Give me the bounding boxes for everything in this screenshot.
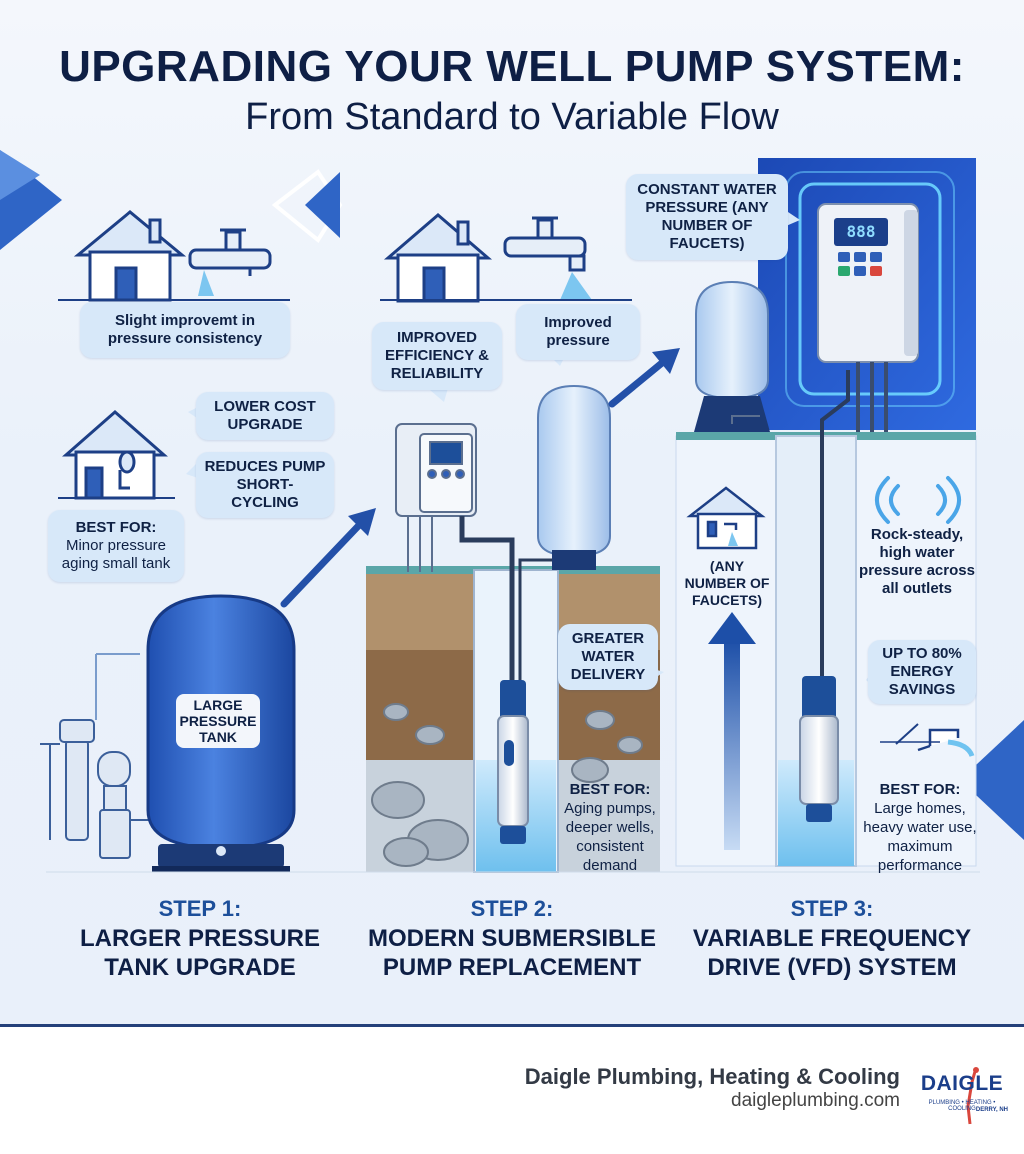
step1-name: LARGER PRESSURE TANK UPGRADE [40, 924, 360, 982]
pressure-tank-3 [694, 280, 770, 432]
bubble-improved-pressure: Improved pressure [516, 304, 640, 360]
step3-name: VARIABLE FREQUENCY DRIVE (VFD) SYSTEM [672, 924, 992, 982]
logo-word: DAIGLE [920, 1072, 1004, 1095]
step1-name-line1: LARGER PRESSURE [79, 925, 321, 952]
logo-tagline: PLUMBING • HEATING • COOLING [928, 1100, 996, 1112]
best-for-title-2: BEST FOR: [569, 781, 651, 798]
best-for-text-3: Large homes, heavy water use, maximum pe… [863, 800, 977, 874]
faucet-icon-2 [503, 216, 587, 272]
step3-label: STEP 3: [790, 896, 874, 921]
illustration [0, 150, 1024, 873]
logo-location: DERRY, NH [975, 1107, 1008, 1113]
subtitle: From Standard to Variable Flow [245, 96, 779, 138]
step2-name: MODERN SUBMERSIBLE PUMP REPLACEMENT [352, 924, 672, 982]
step2-name-line2: PUMP REPLACEMENT [382, 954, 642, 981]
step3-name-line2: DRIVE (VFD) SYSTEM [707, 954, 957, 981]
bubble-energy-savings: UP TO 80% ENERGY SAVINGS [868, 640, 976, 704]
best-for-title-3: BEST FOR: [879, 781, 961, 798]
bubble-constant-pressure: CONSTANT WATER PRESSURE (ANY NUMBER OF F… [626, 174, 788, 260]
signal-waves-icon [875, 476, 961, 524]
bubble-best-for-1: BEST FOR: Minor pressure aging small tan… [48, 510, 184, 582]
submersible-pump-3 [799, 676, 839, 822]
submersible-pump-2 [497, 680, 529, 844]
pump-equipment [40, 653, 150, 859]
wrench-icon [966, 1067, 979, 1125]
best-for-title-1: BEST FOR: [75, 519, 157, 536]
decor-triangle-right [960, 720, 1024, 840]
bubble-short-cycling: REDUCES PUMP SHORT-CYCLING [196, 452, 334, 518]
vfd-controller [817, 203, 919, 432]
pressure-tank-2 [537, 384, 611, 570]
best-for-text-1: Minor pressure aging small tank [61, 537, 171, 572]
step3-name-line1: VARIABLE FREQUENCY [692, 925, 972, 952]
house-icon-3 [686, 486, 766, 550]
pump-controller [395, 423, 477, 572]
website-link[interactable]: daigleplumbing.com [731, 1090, 900, 1111]
steady-note: Rock-steady, high water pressure across … [859, 526, 975, 597]
faucets-note: (ANY NUMBER OF FAUCETS) [684, 558, 770, 608]
faucet-icon-1 [188, 228, 272, 276]
house-icon-1 [73, 210, 187, 302]
step2-name-line1: MODERN SUBMERSIBLE [367, 925, 656, 952]
bubble-consistency: Slight improvemt in pressure consistency [80, 302, 290, 358]
house-icon-2 [383, 213, 493, 303]
best-for-text-2: Aging pumps, deeper wells, consistent de… [564, 800, 656, 874]
step1-label: STEP 1: [158, 896, 242, 921]
bubble-lower-cost: LOWER COST UPGRADE [196, 392, 334, 440]
step2-label: STEP 2: [470, 896, 554, 921]
best-for-3: BEST FOR: Large homes, heavy water use, … [860, 780, 980, 875]
footer [0, 1024, 1024, 1154]
tank-label: LARGE PRESSURE TANK [176, 694, 260, 748]
company-name: Daigle Plumbing, Heating & Cooling [524, 1064, 900, 1089]
step1-name-line2: TANK UPGRADE [104, 954, 296, 981]
best-for-2: BEST FOR: Aging pumps, deeper wells, con… [558, 780, 662, 875]
house-pump-icon [62, 410, 168, 500]
main-title: UPGRADING YOUR WELL PUMP SYSTEM: [59, 42, 965, 91]
company-logo: DAIGLE PLUMBING • HEATING • COOLING DERR… [916, 1066, 1008, 1126]
bubble-water-delivery: GREATER WATER DELIVERY [558, 624, 658, 690]
vfd-display: 888 [846, 222, 876, 241]
bubble-efficiency: IMPROVED EFFICIENCY & RELIABILITY [372, 322, 502, 390]
